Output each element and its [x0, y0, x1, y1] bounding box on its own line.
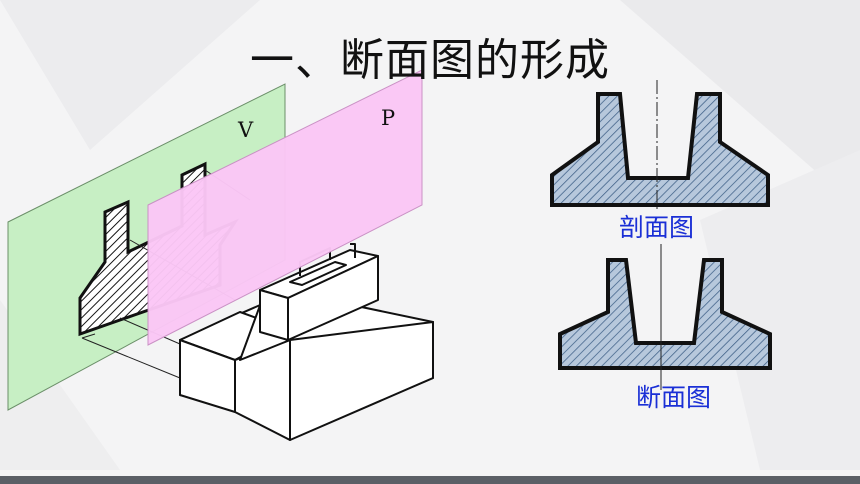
isometric-object	[179, 243, 434, 441]
slide-title: 一、断面图的形成	[250, 35, 610, 86]
cross-section-drawing	[558, 244, 772, 390]
bottom-bar	[0, 476, 860, 484]
plane-v-label: V	[238, 118, 254, 142]
plane-p	[147, 69, 423, 346]
section-view-drawing	[550, 80, 770, 212]
section-view-caption: 剖面图	[619, 213, 695, 242]
plane-p-label: P	[381, 106, 396, 130]
cross-section-caption: 断面图	[636, 383, 712, 412]
